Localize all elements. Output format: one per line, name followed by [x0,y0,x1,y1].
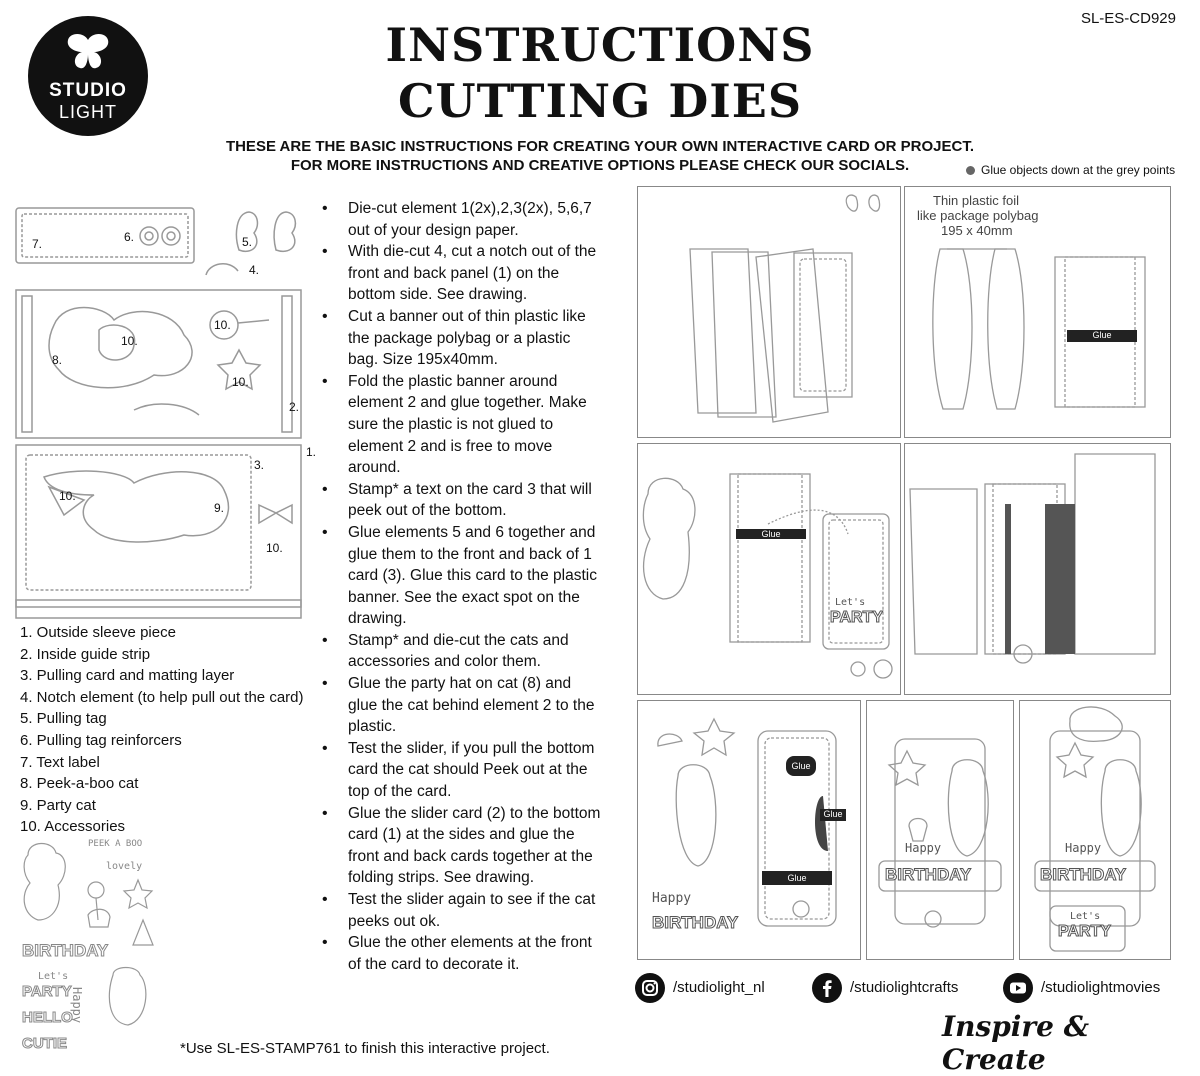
glue-note-text: Glue objects down at the grey points [981,163,1176,177]
step-item: Glue elements 5 and 6 together and glue … [318,522,603,630]
legend-item: 4. Notch element (to help pull out the c… [20,688,304,706]
die-label-6: 6. [124,230,135,244]
die-label-10a: 10. [121,334,138,348]
step-item: Glue the party hat on cat (8) and glue t… [318,673,603,738]
step-item: Fold the plastic banner around element 2… [318,371,603,479]
glue-label: Glue [1067,330,1137,342]
step-item: With die-cut 4, cut a notch out of the f… [318,241,603,306]
social-handle: /studiolight_nl [673,979,765,996]
social-handle: /studiolightcrafts [850,979,959,996]
lets-text: Let's [835,597,866,608]
birthday-text: BIRTHDAY [1039,865,1127,885]
die-label-9: 9. [214,501,225,515]
die-label-8: 8. [52,353,63,367]
happy-text: Happy [1065,841,1102,855]
stamp-cutie: CUTIE [22,1035,68,1053]
plastic-note-line2: like package polybag [917,208,1039,223]
title-line2: CUTTING DIES [397,74,803,128]
step-item: Cut a banner out of thin plastic like th… [318,306,603,371]
drawing-panel-1 [637,186,901,438]
grey-dot-icon [966,166,975,176]
drawing-panel-7: Happy BIRTHDAY Let's PARTY [1019,700,1171,960]
facebook-icon [812,973,842,1003]
legend-item: 3. Pulling card and matting layer [20,667,235,685]
glue-label: Glue [786,756,816,776]
drawing-panel-5: Glue Glue Glue Happy BIRTHDAY [637,700,861,960]
parts-legend: 1. Outside sleeve piece 2. Inside guide … [20,622,304,838]
die-label-10b: 10. [214,318,231,332]
party-text: PARTY [829,609,884,627]
drawing-panel-3: Glue Let's PARTY [637,443,901,695]
die-label-10d: 10. [59,489,76,503]
glue-label: Glue [762,871,832,885]
drawing-panel-4 [904,443,1171,695]
legend-item: 7. Text label [20,753,100,771]
youtube-icon [1003,973,1033,1003]
glue-label: Glue [820,809,846,821]
die-label-2: 2. [289,400,300,414]
butterfly-icon [67,34,109,69]
step-item: Test the slider again to see if the cat … [318,889,603,932]
stamp-peek: PEEK A BOO [88,839,143,849]
die-label-3: 3. [254,458,265,472]
die-label-10e: 10. [266,541,283,555]
stamp-birthday: BIRTHDAY [21,941,109,961]
drawing-panel-6: Happy BIRTHDAY [866,700,1014,960]
subtitle-line2: FOR MORE INSTRUCTIONS AND CREATIVE OPTIO… [290,157,910,174]
happy-text: Happy [652,891,692,906]
legend-item: 5. Pulling tag [20,710,107,728]
slogan: Inspire & Create [942,1010,1090,1076]
stamp-hello: HELLO [22,1009,74,1027]
step-item: Die-cut element 1(2x),2,3(2x), 5,6,7 out… [318,198,603,241]
instruction-steps: Die-cut element 1(2x),2,3(2x), 5,6,7 out… [318,198,603,975]
legend-item: 1. Outside sleeve piece [20,624,176,641]
drawing-panel-2: Thin plastic foil like package polybag 1… [904,186,1171,438]
happy-text: Happy [905,841,942,855]
legend-item: 9. Party cat [20,796,96,814]
step-item: Stamp* a text on the card 3 that will pe… [318,479,603,522]
die-label-10c: 10. [232,375,249,389]
stamp-lets: Let's [38,971,69,982]
plastic-note-line1: Thin plastic foil [933,193,1019,208]
instagram-icon [635,973,665,1003]
glue-label: Glue [736,529,806,539]
step-item: Glue the other elements at the front of … [318,932,603,975]
die-label-7: 7. [32,237,43,251]
product-code: SL-ES-CD929 [1080,10,1176,27]
footnote: *Use SL-ES-STAMP761 to finish this inter… [180,1040,550,1057]
stamp-party: PARTY [22,983,73,1001]
step-item: Glue the slider card (2) to the bottom c… [318,803,603,889]
legend-item: 10. Accessories [20,818,126,836]
birthday-text: BIRTHDAY [651,913,739,933]
legend-item: 8. Peek-a-boo cat [20,775,139,793]
stamp-set-preview: PEEK A BOO lovely BIRTHDAY Let's PARTY H… [18,835,168,1060]
step-item: Test the slider, if you pull the bottom … [318,738,603,803]
social-handle: /studiolightmovies [1041,979,1161,996]
lets-text: Let's [1070,911,1101,922]
title-line1: INSTRUCTIONS [385,18,815,72]
step-item: Stamp* and die-cut the cats and accessor… [318,630,603,673]
birthday-text: BIRTHDAY [884,865,972,885]
subtitle-line1: THESE ARE THE BASIC INSTRUCTIONS FOR CRE… [225,138,975,155]
die-label-4: 4. [249,263,260,277]
die-label-1: 1. [306,445,317,459]
die-layout-drawing: 7. 6. 5. 4. 8. 10. 10. 10. 2. 1. 3. 10. … [14,205,317,620]
plastic-note-line3: 195 x 40mm [941,223,1013,238]
stamp-lovely: lovely [106,861,143,872]
legend-item: 2. Inside guide strip [20,645,151,663]
brand-line2: LIGHT [58,102,117,122]
legend-item: 6. Pulling tag reinforcers [20,731,182,749]
party-text: PARTY [1057,923,1112,941]
brand-line1: STUDIO [49,80,127,101]
studio-light-logo: STUDIO LIGHT [28,16,148,136]
glue-note: Glue objects down at the grey points [966,163,1175,177]
die-label-5: 5. [242,235,253,249]
